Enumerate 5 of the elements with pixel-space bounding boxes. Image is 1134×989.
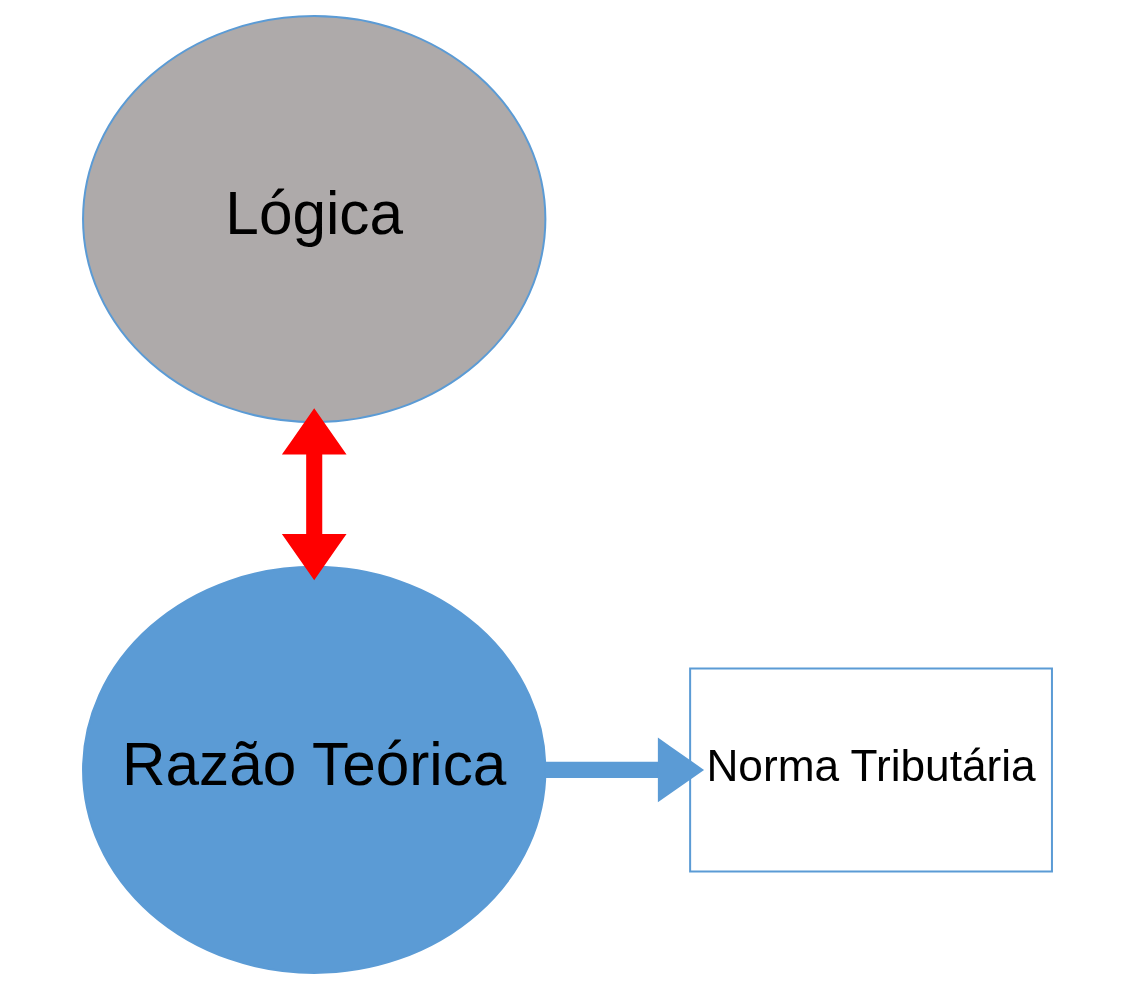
node-ellipse: Lógica bbox=[81, 15, 546, 424]
arrow bbox=[545, 737, 704, 803]
arrow bbox=[281, 408, 347, 581]
node-box: Norma Tributária bbox=[688, 667, 1053, 873]
node-ellipse: Razão Teórica bbox=[81, 565, 546, 974]
